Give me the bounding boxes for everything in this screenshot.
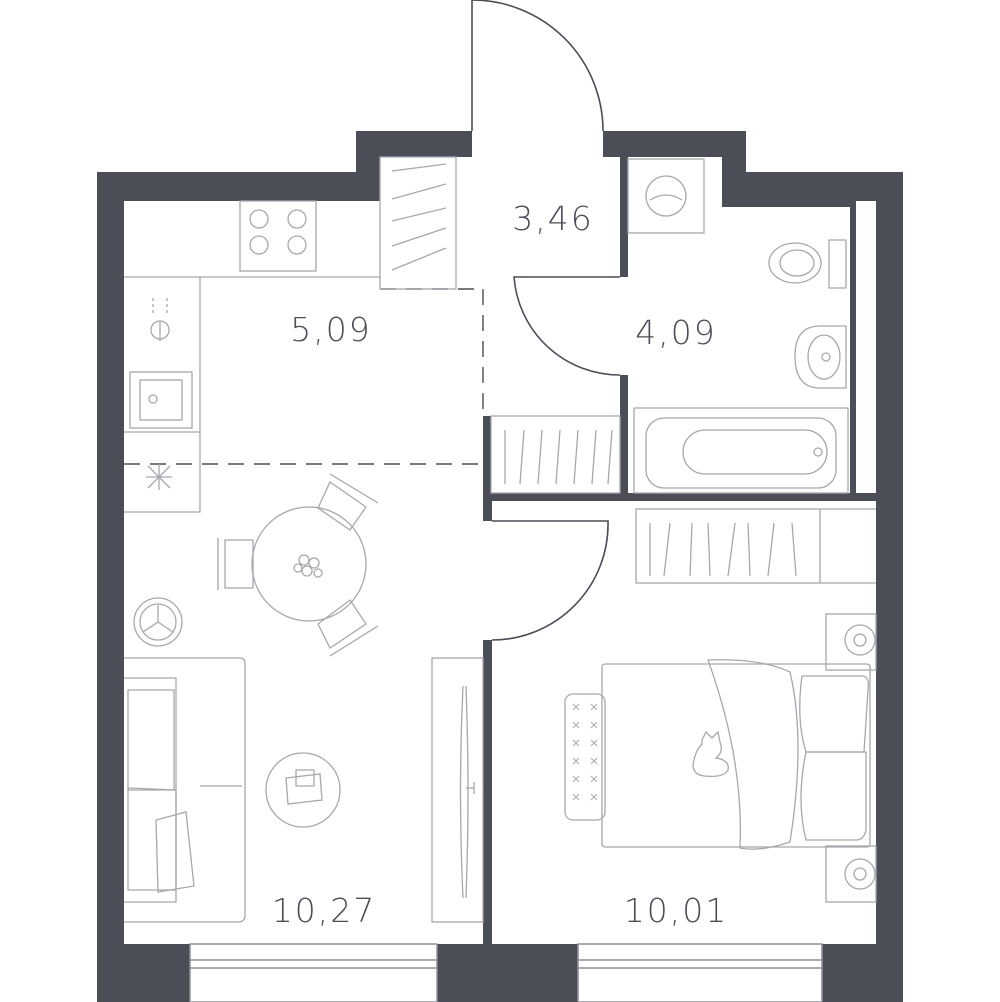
living-area-label: 10,27 bbox=[272, 891, 376, 930]
bedside-table bbox=[825, 845, 877, 903]
toilet-icon bbox=[768, 242, 822, 284]
robot-vacuum-icon bbox=[133, 597, 183, 647]
closet-left-wall bbox=[483, 416, 491, 500]
bathroom-left-wall bbox=[620, 157, 628, 277]
bedroom-door bbox=[491, 520, 609, 641]
bottom-wall-middle bbox=[437, 944, 578, 1002]
bathroom-inner-top bbox=[722, 201, 856, 207]
bedside-table bbox=[825, 613, 877, 671]
pillow bbox=[800, 751, 867, 841]
sofa bbox=[124, 657, 246, 923]
walls bbox=[97, 131, 903, 1002]
kitchen-furniture bbox=[124, 200, 380, 513]
bathroom-inner-right bbox=[850, 201, 856, 499]
bathroom-fixtures bbox=[627, 158, 849, 494]
wardrobe-hall bbox=[379, 156, 457, 290]
bathroom-door bbox=[513, 276, 621, 376]
window-bedroom bbox=[577, 943, 823, 1002]
pillow bbox=[799, 675, 870, 753]
washbasin-icon bbox=[794, 325, 847, 389]
bath-bottom-wall bbox=[483, 493, 876, 501]
cat-icon bbox=[692, 730, 729, 778]
fridge-icon bbox=[146, 464, 172, 490]
chair bbox=[217, 538, 254, 590]
bottom-wall-right bbox=[822, 944, 903, 1002]
kitchen-counter bbox=[124, 276, 380, 513]
bedroom-area-label: 10,01 bbox=[624, 891, 728, 930]
bedroom-left-wall-lower bbox=[483, 640, 492, 972]
bench bbox=[564, 693, 606, 821]
hob-burner-icon bbox=[249, 235, 269, 255]
bathroom-area-label: 4,09 bbox=[635, 313, 716, 352]
hob-burner-icon bbox=[287, 235, 307, 255]
hall-area-label: 3,46 bbox=[512, 199, 593, 238]
washing-machine bbox=[627, 158, 705, 234]
hob-burner-icon bbox=[249, 209, 269, 229]
chair bbox=[317, 599, 379, 657]
flower-icon bbox=[293, 554, 323, 578]
exterior-wall bbox=[97, 131, 472, 972]
dining-table bbox=[251, 506, 367, 622]
wardrobe-closet bbox=[490, 415, 621, 494]
living-furniture bbox=[124, 473, 484, 923]
hall-wardrobe bbox=[379, 156, 621, 494]
entrance-door bbox=[471, 0, 604, 132]
room-labels: 3,46 5,09 4,09 10,27 10,01 bbox=[272, 199, 728, 930]
bathtub bbox=[633, 407, 849, 494]
hob bbox=[239, 200, 317, 272]
wardrobe-bedroom bbox=[635, 508, 821, 584]
kitchen-area-label: 5,09 bbox=[290, 310, 371, 349]
chair bbox=[317, 473, 379, 531]
window-living bbox=[189, 943, 438, 1002]
coffee-table bbox=[265, 752, 341, 828]
tv-stand bbox=[431, 657, 484, 923]
blanket bbox=[707, 659, 799, 850]
bottom-wall-left bbox=[97, 944, 190, 1002]
tv-icon bbox=[459, 685, 469, 899]
hob-burner-icon bbox=[287, 209, 307, 229]
doors bbox=[471, 0, 621, 641]
zone-dashes bbox=[124, 288, 484, 465]
bed bbox=[601, 663, 871, 848]
bedroom-door-jamb bbox=[483, 501, 492, 521]
bathroom-left-wall-lower bbox=[620, 375, 628, 499]
windows bbox=[189, 943, 823, 1002]
kitchen-sink bbox=[129, 371, 193, 429]
bedroom-furniture bbox=[564, 508, 877, 903]
